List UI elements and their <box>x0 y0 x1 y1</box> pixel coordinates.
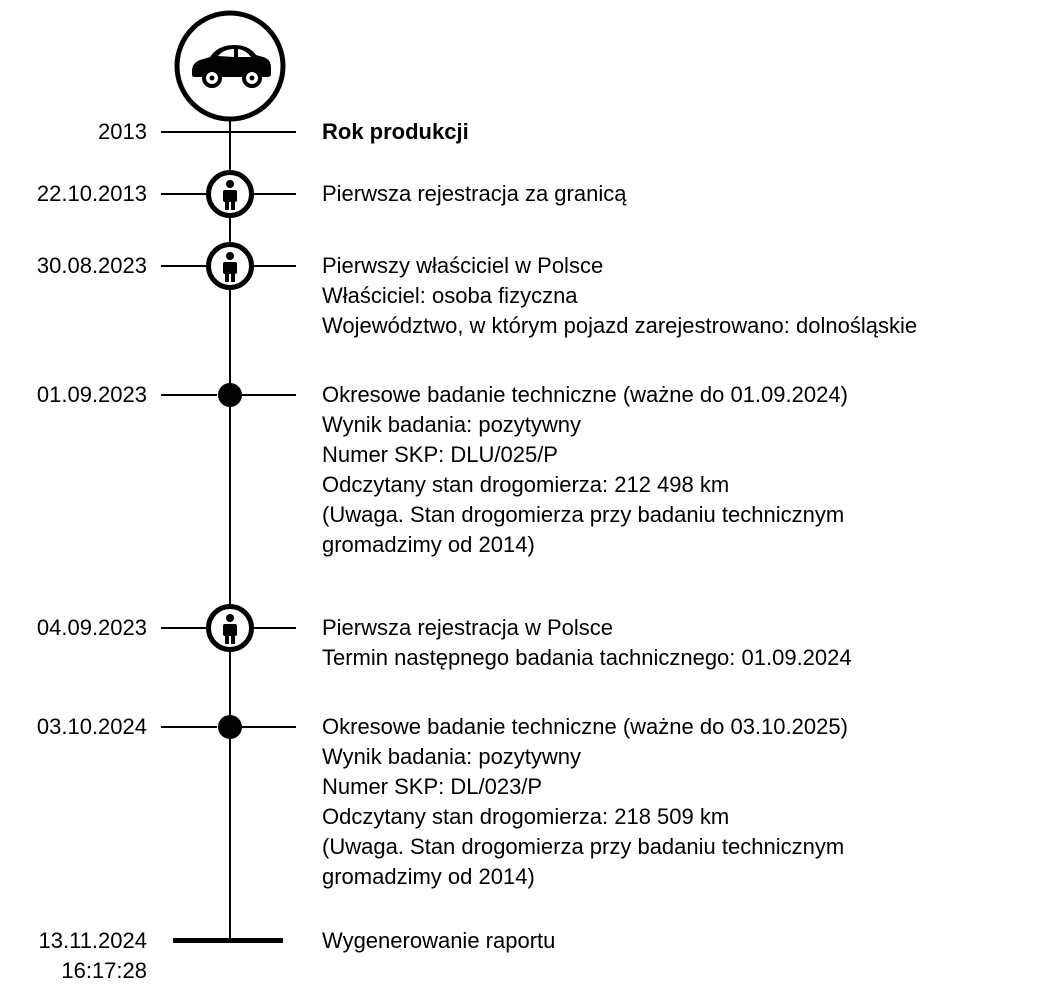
event-description: Pierwszy właściciel w Polsce Właściciel:… <box>322 253 918 338</box>
event-date: 2013 <box>98 119 147 144</box>
event-date: 01.09.2023 <box>36 382 147 407</box>
timeline-event: 2013 Rok produkcji <box>0 117 1057 147</box>
timeline-event: 01.09.2023 Okresowe badanie techniczne (… <box>0 380 1057 557</box>
car-icon <box>174 10 286 122</box>
timeline-event: 13.11.2024 16:17:28 Wygenerowanie raport… <box>0 926 1057 983</box>
timeline-event: 22.10.2013 Pierwsza rejestracja za grani… <box>0 170 1057 218</box>
event-description: Okresowe badanie techniczne (ważne do 03… <box>322 714 848 889</box>
person-icon <box>206 242 254 290</box>
end-bar <box>173 938 283 943</box>
person-icon <box>206 604 254 652</box>
event-date: 03.10.2024 <box>36 714 147 739</box>
event-dot <box>218 715 242 739</box>
timeline-axis <box>229 112 231 942</box>
timeline-event: 03.10.2024 Okresowe badanie techniczne (… <box>0 712 1057 889</box>
event-tick <box>161 131 296 133</box>
timeline-event: 30.08.2023 Pierwszy właściciel w Polsce … <box>0 242 1057 338</box>
timeline-event: 04.09.2023 Pierwsza rejestracja w Polsce… <box>0 604 1057 670</box>
event-dot <box>218 383 242 407</box>
person-icon <box>206 170 254 218</box>
event-description: Okresowe badanie techniczne (ważne do 01… <box>322 382 848 557</box>
event-description: Rok produkcji <box>322 119 469 144</box>
event-description: Wygenerowanie raportu <box>322 928 556 953</box>
event-date: 13.11.2024 16:17:28 <box>38 928 147 983</box>
event-date: 04.09.2023 <box>36 615 147 640</box>
event-date: 22.10.2013 <box>36 181 147 206</box>
event-description: Pierwsza rejestracja za granicą <box>322 181 627 206</box>
event-description: Pierwsza rejestracja w Polsce Termin nas… <box>322 615 852 670</box>
event-date: 30.08.2023 <box>36 253 147 278</box>
